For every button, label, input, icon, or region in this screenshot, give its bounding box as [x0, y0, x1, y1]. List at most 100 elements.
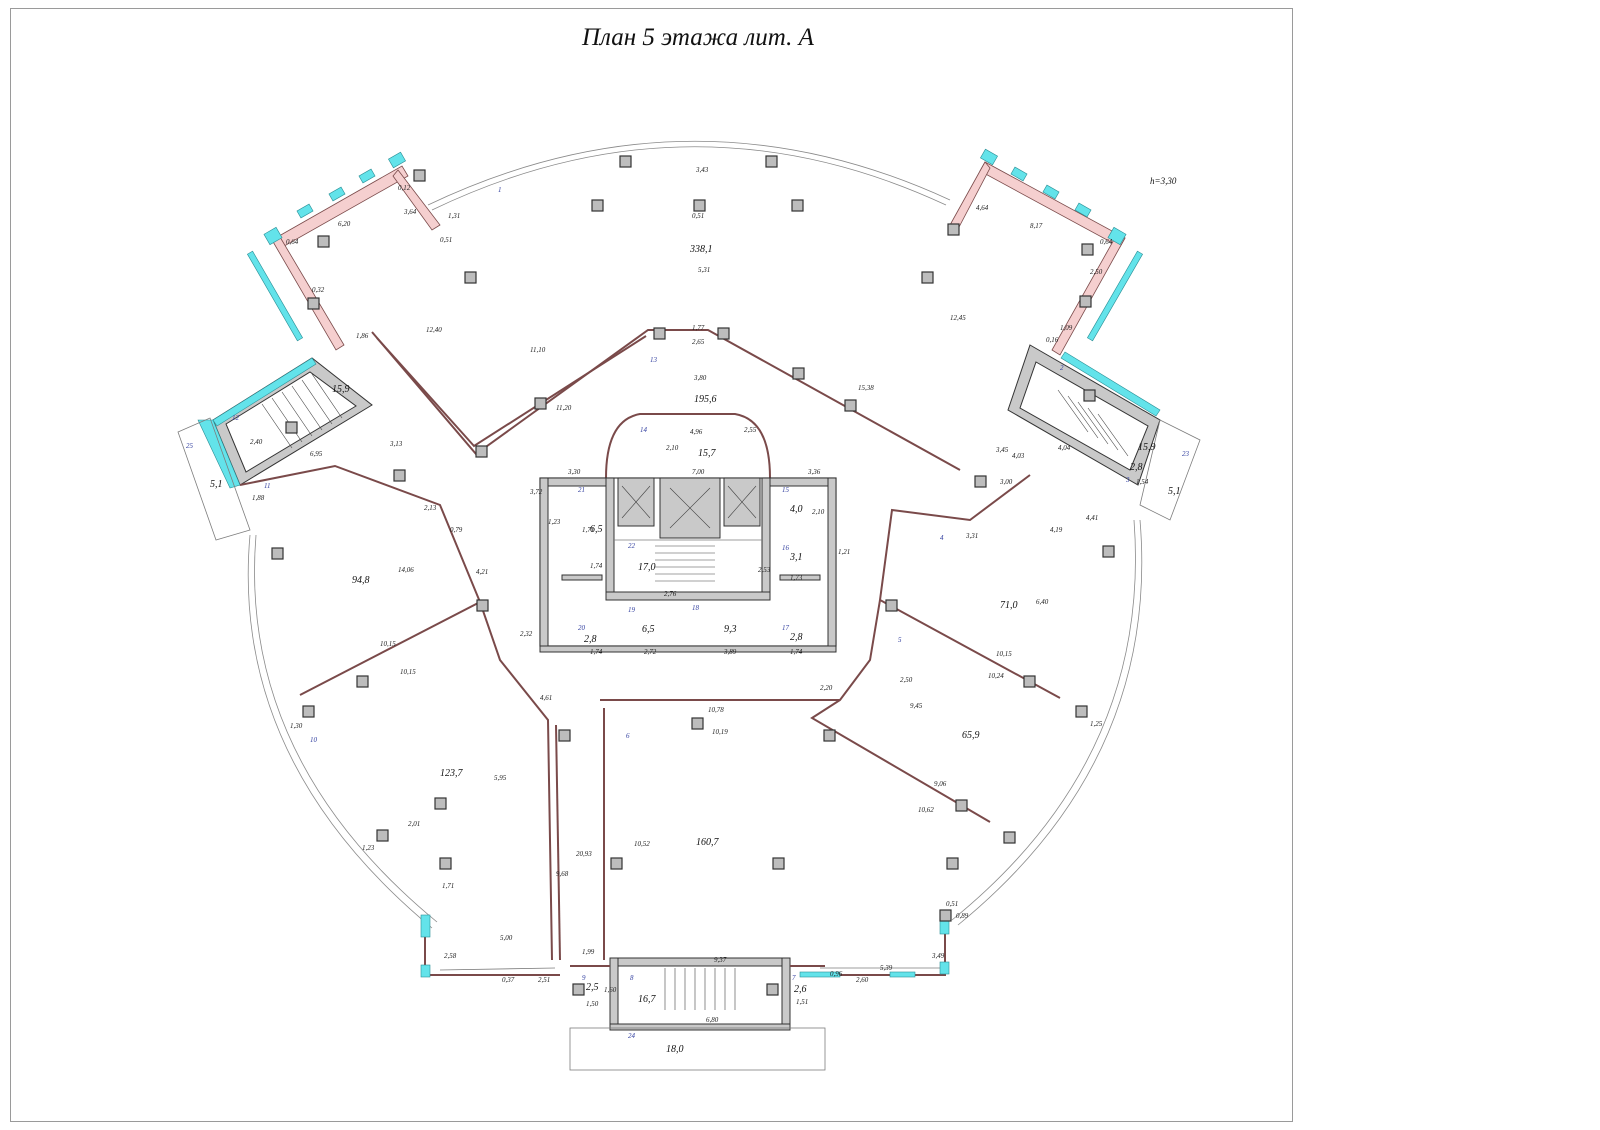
dimension-labels: 3,43 0,51 5,31 6,20 3,64 1,31 0,12 0,51 … [250, 166, 1149, 1024]
north-curved-facade [427, 140, 951, 206]
dimension-label: 0,79 [450, 526, 463, 534]
dimension-label: 11,20 [556, 404, 572, 412]
dimension-label: 0,96 [830, 970, 843, 978]
dimension-label: 4,64 [976, 204, 989, 212]
dimension-label: 14,06 [398, 566, 414, 574]
ne-wing-wall [979, 161, 1126, 248]
dimension-label: 6,20 [338, 220, 351, 228]
room-area-15: 4,0 [790, 504, 803, 515]
dimension-label: 3,00 [999, 478, 1013, 486]
dimension-label: 2,50 [900, 676, 913, 684]
dimension-label: 4,19 [1050, 526, 1063, 534]
room-number-5: 5 [898, 636, 902, 644]
dimension-label: 0,89 [956, 912, 969, 920]
dimension-label: 0,32 [312, 286, 325, 294]
room-number-14: 14 [640, 426, 648, 434]
room-area-19: 6,5 [642, 624, 655, 635]
dimension-label: 1,73 [790, 574, 803, 582]
dimension-label: 3,80 [693, 374, 707, 382]
dimension-label: 1,51 [796, 998, 808, 1006]
ceiling-height-note: h=3,30 [1150, 176, 1177, 186]
dimension-label: 10,52 [634, 840, 650, 848]
dimension-label: 3,30 [567, 468, 581, 476]
room-area-8: 16,7 [638, 994, 657, 1005]
dimension-label: 1,99 [582, 948, 595, 956]
dimension-label: 1,88 [252, 494, 265, 502]
dimension-label: 7,00 [692, 468, 705, 476]
dimension-label: 3,31 [965, 532, 978, 540]
central-core [539, 477, 837, 653]
dimension-label: 1,60 [604, 986, 617, 994]
dimension-label: 1,86 [356, 332, 369, 340]
dimension-label: 1,74 [790, 648, 803, 656]
room-areas: 338,1 15,9 2,8 71,0 65,9 160,7 2,6 16,7 … [210, 244, 1181, 1055]
east-stair-block [1007, 344, 1201, 521]
dimension-label: 3,64 [403, 208, 417, 216]
room-number-9: 9 [582, 974, 586, 982]
room-area-20: 2,8 [584, 634, 597, 645]
dimension-label: 2,55 [744, 426, 757, 434]
central-arched-lobby [605, 413, 771, 479]
room-number-23: 23 [1182, 450, 1190, 458]
dimension-label: 4,04 [1058, 444, 1071, 452]
dimension-label: 11,10 [530, 346, 546, 354]
room-number-25: 25 [186, 442, 194, 450]
dimension-label: 20,93 [576, 850, 592, 858]
room-number-4: 4 [940, 534, 944, 542]
dimension-label: 12,45 [950, 314, 966, 322]
dimension-label: 0,51 [946, 900, 958, 908]
room-number-22: 22 [628, 542, 636, 550]
dimension-label: 2,20 [820, 684, 833, 692]
dimension-label: 2,76 [664, 590, 677, 598]
room-area-11: 94,8 [352, 575, 370, 586]
dimension-label: 1,31 [448, 212, 460, 220]
dimension-label: 1,74 [590, 562, 603, 570]
room-number-24: 24 [628, 1032, 636, 1040]
dimension-label: 10,15 [996, 650, 1012, 658]
nw-wing-wall [271, 165, 409, 250]
room-numbers: 1 2 3 4 5 6 7 8 9 10 11 12 13 14 15 16 1… [186, 186, 1190, 1040]
dimension-label: 2,60 [856, 976, 869, 984]
room-area-14: 15,7 [698, 448, 717, 459]
dimension-label: 2,72 [644, 648, 657, 656]
dimension-label: 2,32 [520, 630, 533, 638]
dimension-label: 9,68 [556, 870, 569, 878]
room-area-10: 123,7 [440, 768, 464, 779]
dimension-label: 3,43 [695, 166, 709, 174]
dimension-label: 4,21 [476, 568, 488, 576]
dimension-label: 2,40 [250, 438, 263, 446]
room-area-17: 2,8 [790, 632, 803, 643]
room-area-18: 9,3 [724, 624, 737, 635]
room-area-12: 15,9 [332, 384, 350, 395]
room-area-25: 5,1 [210, 479, 223, 490]
dimension-label: 2,13 [424, 504, 437, 512]
dimension-label: 5,31 [698, 266, 710, 274]
dimension-label: 5,95 [494, 774, 507, 782]
dimension-label: 1,74 [590, 648, 603, 656]
room-number-7: 7 [792, 974, 796, 982]
dimension-label: 3,49 [931, 952, 945, 960]
room-number-11: 11 [264, 482, 270, 490]
dimension-label: 2,53 [758, 566, 771, 574]
room-area-5: 65,9 [962, 730, 980, 741]
room-area-16: 3,1 [789, 552, 803, 563]
dimension-label: 12,40 [426, 326, 442, 334]
dimension-label: 9,45 [910, 702, 923, 710]
room-number-18: 18 [692, 604, 700, 612]
room-number-13: 13 [650, 356, 658, 364]
room-area-24: 18,0 [666, 1044, 684, 1055]
dimension-label: 0,37 [502, 976, 515, 984]
dimension-label: 10,15 [400, 668, 416, 676]
dimension-label: 3,89 [723, 648, 737, 656]
east-partition [878, 474, 1061, 699]
dimension-label: 5,00 [500, 934, 513, 942]
room-area-22: 17,0 [638, 562, 656, 573]
dimension-label: 3,36 [807, 468, 821, 476]
room-number-19: 19 [628, 606, 636, 614]
room-number-6: 6 [626, 732, 630, 740]
dimension-label: 6,80 [706, 1016, 719, 1024]
dimension-label: 0,12 [398, 184, 411, 192]
room-number-17: 17 [782, 624, 790, 632]
room-number-2: 2 [1060, 364, 1064, 372]
